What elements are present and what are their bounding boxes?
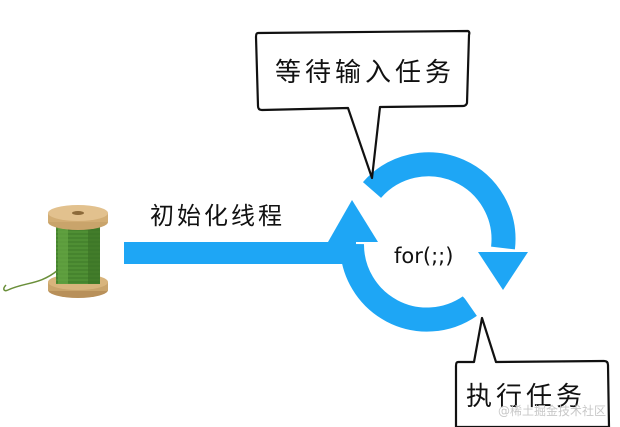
loop-arrowhead-right xyxy=(478,252,528,290)
callout-bubble-wait xyxy=(254,29,471,180)
loop-arrow-lower xyxy=(339,243,477,332)
thread-spool-icon xyxy=(3,205,108,298)
loop-arrowhead-left xyxy=(328,200,378,242)
loop-label: for(;;) xyxy=(394,244,454,268)
init-thread-label: 初始化线程 xyxy=(150,202,285,230)
watermark: @稀土掘金技术社区 xyxy=(497,404,606,418)
loop-cycle-arrows xyxy=(328,152,528,332)
callout-exec-text: 执行任务 xyxy=(466,382,587,412)
loop-arrow-upper xyxy=(362,152,516,250)
callout-bubble-exec xyxy=(454,316,611,427)
thread-flow-bar xyxy=(124,242,356,264)
callout-wait-text: 等待输入任务 xyxy=(275,58,456,88)
